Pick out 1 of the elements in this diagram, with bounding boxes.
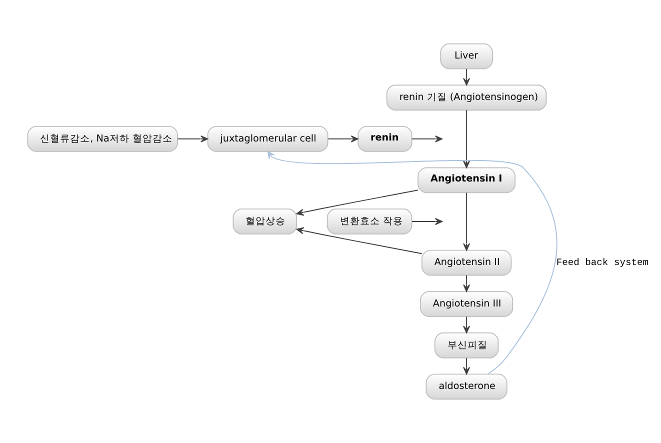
edge-label: Feed back system xyxy=(556,257,649,268)
